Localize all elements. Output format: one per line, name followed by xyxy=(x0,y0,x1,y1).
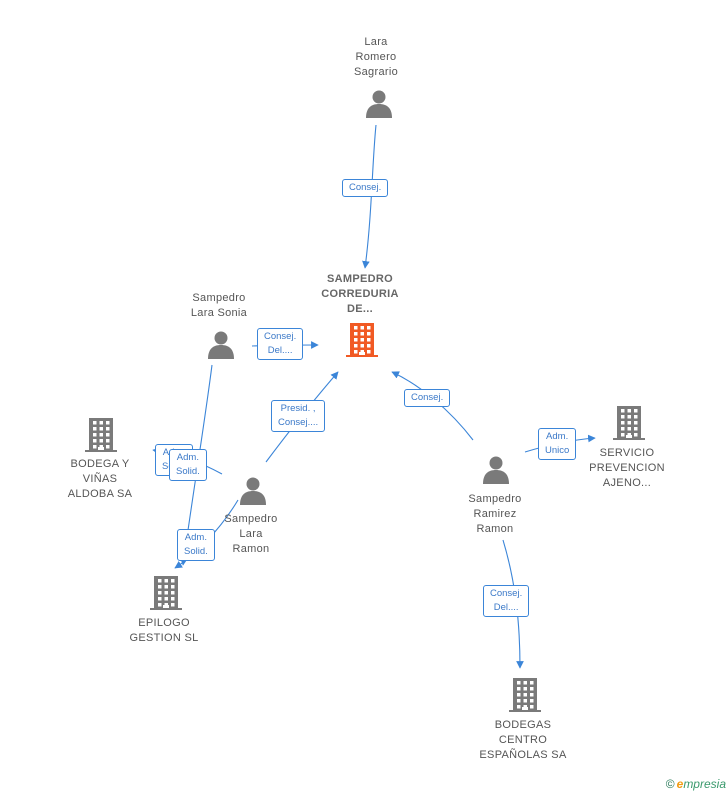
node-label-line: Lara xyxy=(364,36,388,48)
node-label-line: Sampedro xyxy=(192,292,246,304)
edge-label-line: Unico xyxy=(545,445,570,456)
edge-label-line: Consej. xyxy=(490,588,523,599)
edge-label-e8[interactable]: Adm. Solid. xyxy=(177,529,215,561)
edge-label-line: Adm. xyxy=(546,431,569,442)
node-label-line: Lara xyxy=(239,528,263,540)
node-label-line: Ramirez xyxy=(473,508,517,520)
edge-label-e7[interactable]: Adm. Solid. xyxy=(169,449,207,481)
node-label-servicio[interactable]: SERVICIO PREVENCION AJENO... xyxy=(589,446,665,491)
empresia-logo[interactable]: ©empresia xyxy=(665,777,726,791)
node-label-line: Ramon xyxy=(476,523,514,535)
node-label-line: Ramon xyxy=(232,543,270,555)
edge-label-line: Consej. xyxy=(411,392,444,403)
building-icon[interactable] xyxy=(85,418,117,457)
node-label-line: BODEGA Y xyxy=(70,458,130,470)
edge-label-e5[interactable]: Adm. Unico xyxy=(538,428,577,460)
person-icon[interactable] xyxy=(481,454,511,489)
node-label-center[interactable]: SAMPEDRO CORREDURIA DE... xyxy=(321,272,399,317)
node-label-bodegas_centro[interactable]: BODEGAS CENTRO ESPAÑOLAS SA xyxy=(479,718,566,763)
node-label-line: GESTION SL xyxy=(129,632,199,644)
edge-label-e3[interactable]: Presid. , Consej.... xyxy=(271,400,326,432)
node-label-line: Lara Sonia xyxy=(190,307,248,319)
node-label-line: BODEGAS xyxy=(494,719,552,731)
edge-label-e1[interactable]: Consej. xyxy=(342,179,389,197)
edge-label-line: Del.... xyxy=(267,345,293,356)
edge-label-line: Adm. xyxy=(176,452,199,463)
edge-label-line: Consej. xyxy=(349,182,382,193)
node-label-line: ALDOBA SA xyxy=(67,488,133,500)
building-icon[interactable] xyxy=(509,678,541,717)
node-label-epilogo[interactable]: EPILOGO GESTION SL xyxy=(129,616,198,646)
node-label-line: ESPAÑOLAS SA xyxy=(479,749,567,761)
edge-label-e4[interactable]: Consej. xyxy=(404,389,451,407)
edge-label-line: Presid. , xyxy=(280,403,316,414)
edge-label-line: Del.... xyxy=(493,602,519,613)
edge-label-line: Solid. xyxy=(184,546,208,557)
node-label-line: Sampedro xyxy=(224,513,278,525)
node-label-line: PREVENCION xyxy=(589,462,665,474)
node-label-bodega_vinas[interactable]: BODEGA Y VIÑAS ALDOBA SA xyxy=(68,457,132,502)
node-label-line: VIÑAS xyxy=(82,473,118,485)
edge-label-e9[interactable]: Consej. Del.... xyxy=(483,585,530,617)
edge-label-line: Consej. xyxy=(264,331,297,342)
node-label-line: DE... xyxy=(347,303,373,315)
node-label-line: SAMPEDRO xyxy=(327,273,393,285)
person-icon[interactable] xyxy=(206,329,236,364)
edge-label-line: Adm. xyxy=(184,532,207,543)
edge-label-e2[interactable]: Consej. Del.... xyxy=(257,328,304,360)
building-icon[interactable] xyxy=(150,576,182,615)
node-label-line: CORREDURIA xyxy=(321,288,399,300)
edge-label-line: Consej.... xyxy=(278,417,319,428)
node-label-line: CENTRO xyxy=(498,734,548,746)
node-label-line: Romero xyxy=(355,51,397,63)
node-label-line: Sagrario xyxy=(354,66,398,78)
node-label-line: AJENO... xyxy=(602,477,652,489)
edge-label-line: Solid. xyxy=(176,466,200,477)
node-label-line: EPILOGO xyxy=(138,617,190,629)
person-icon[interactable] xyxy=(238,475,268,510)
node-label-line: Sampedro xyxy=(468,493,522,505)
person-icon[interactable] xyxy=(364,88,394,123)
node-label-line: SERVICIO xyxy=(599,447,655,459)
building-icon[interactable] xyxy=(613,406,645,445)
building-icon[interactable] xyxy=(346,323,378,362)
